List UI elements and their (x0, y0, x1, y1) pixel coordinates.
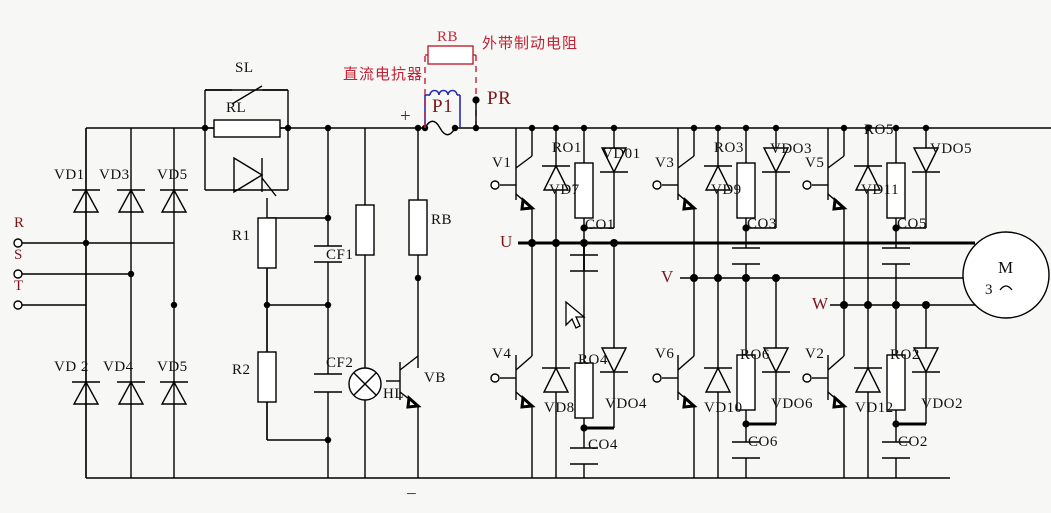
component-label-vd4: VD4 (103, 359, 134, 375)
component-label-co1: CO1 (585, 217, 615, 233)
component-label-vd6: VD5 (157, 359, 188, 375)
inverter-group-v1 (490, 124, 628, 272)
inverter-group-v3 (652, 124, 790, 278)
output-phase-v (680, 274, 975, 282)
inverter-group-v6 (652, 278, 790, 478)
diode-vd5-top (160, 188, 188, 213)
component-label-vd9: VD9 (711, 182, 742, 198)
inverter-group-v4 (490, 243, 628, 478)
component-label-cf2: CF2 (326, 355, 354, 371)
diode-vd1 (72, 188, 100, 213)
component-label-v5: V5 (805, 155, 825, 171)
output-terminal-label-u: U (500, 232, 513, 251)
output-phase-u (518, 239, 975, 247)
component-label-vd1: VD1 (54, 167, 85, 183)
diode-vd3 (117, 188, 145, 213)
component-label-hl: HL (383, 386, 404, 402)
annotation-dc-reactor: 直流电抗器 (343, 65, 424, 83)
component-label-vd3: VD3 (99, 167, 130, 183)
mouse-cursor (565, 300, 586, 329)
inverter-group-v2 (802, 305, 940, 478)
indicator-lamp-branch (348, 128, 382, 478)
component-label-vd7: VD7 (549, 182, 580, 198)
component-label-vd2: VD 2 (54, 359, 89, 375)
component-label-vd11: VD11 (861, 182, 900, 198)
component-label-vb: VB (424, 370, 446, 386)
output-terminal-label-w: W (812, 294, 829, 313)
dc-bus-plus: + (400, 106, 412, 127)
component-label-vd8: VD8 (544, 400, 575, 416)
motor-label-phases: 3 (985, 282, 993, 298)
terminal-label-p1: P1 (432, 96, 454, 117)
annotation-external-brake-resistor: 外带制动电阻 (482, 34, 579, 52)
component-label-rb-internal: RB (431, 212, 453, 228)
inverter-group-v5 (802, 124, 940, 305)
component-label-ro2: RO2 (890, 347, 920, 363)
dc-bus-minus: − (406, 484, 418, 505)
precharge-circuit (201, 85, 292, 197)
component-label-co2: CO2 (898, 434, 928, 450)
component-label-cf1: CF1 (326, 247, 354, 263)
component-label-ro1: RO1 (552, 140, 582, 156)
component-label-vd10: VD10 (704, 400, 743, 416)
component-label-v6: V6 (655, 346, 675, 362)
component-label-sl: SL (235, 60, 254, 76)
output-terminal-label-v: V (661, 267, 674, 286)
input-terminal-label-r: R (14, 215, 25, 231)
motor-label-m: M (998, 258, 1014, 277)
component-label-ro4: RO4 (578, 352, 608, 368)
component-label-co6: CO6 (748, 434, 778, 450)
component-label-ro6: RO6 (740, 347, 770, 363)
rectifier-bridge (72, 128, 188, 478)
component-label-vd01: VD01 (602, 146, 641, 162)
component-label-ro3: RO3 (714, 140, 744, 156)
component-label-v2: V2 (805, 346, 825, 362)
component-label-v3: V3 (655, 155, 675, 171)
component-label-vd12: VD12 (855, 400, 894, 416)
component-label-co3: CO3 (747, 216, 777, 232)
diode-vd4 (117, 380, 145, 405)
component-label-vdo2: VDO2 (921, 396, 963, 412)
component-label-v4: V4 (492, 346, 512, 362)
diode-vd6 (160, 380, 188, 405)
divider-network (257, 124, 342, 478)
component-label-co4: CO4 (588, 437, 618, 453)
input-terminal-label-s: S (14, 247, 23, 263)
component-label-v1: V1 (492, 155, 512, 171)
dc-reactor-and-external-brake (421, 45, 480, 136)
brake-unit (386, 124, 428, 478)
component-label-vdo5: VDO5 (930, 141, 972, 157)
component-label-vdo4: VDO4 (605, 396, 647, 412)
component-label-ro5: RO5 (864, 122, 894, 138)
terminal-label-pr: PR (487, 88, 512, 109)
input-terminal-label-t: T (14, 278, 24, 294)
component-label-r2: R2 (232, 362, 251, 378)
output-phase-w (830, 301, 975, 309)
ac-input-lines (13, 238, 174, 310)
component-label-rb-external: RB (437, 29, 459, 45)
component-label-rl: RL (226, 100, 247, 116)
component-label-vd5-top: VD5 (157, 167, 188, 183)
component-label-vdo3: VDO3 (770, 141, 812, 157)
component-label-vdo6: VDO6 (771, 396, 813, 412)
motor-symbol (962, 231, 1050, 319)
component-label-r1: R1 (232, 228, 251, 244)
diode-vd2 (72, 380, 100, 405)
component-label-co5: CO5 (897, 216, 927, 232)
